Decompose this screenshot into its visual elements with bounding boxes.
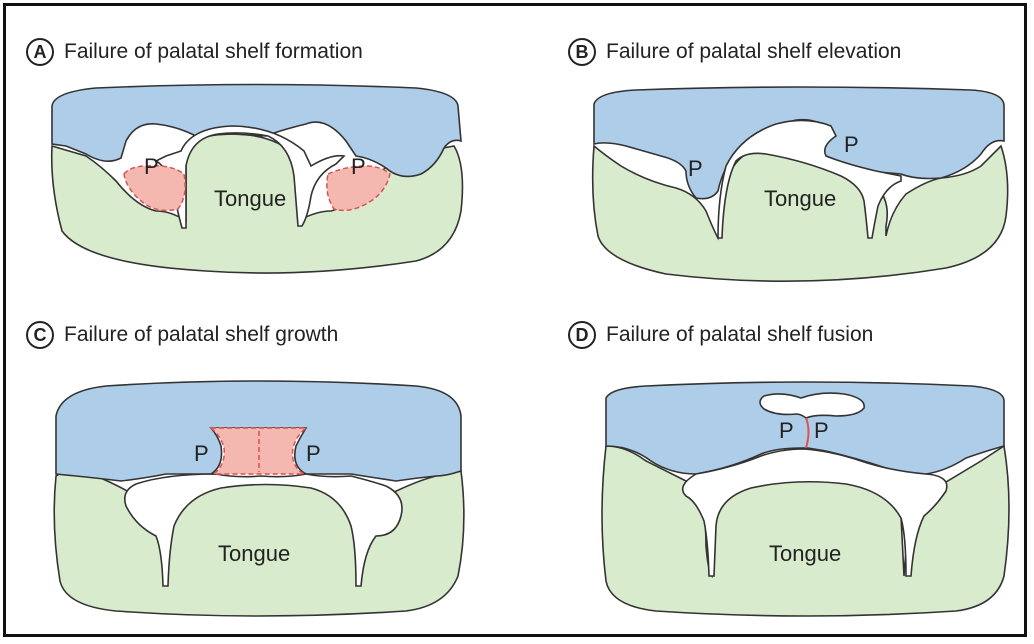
panel-d-tongue-label: Tongue [769, 541, 841, 566]
figure-frame: A Failure of palatal shelf formation P P… [3, 3, 1027, 637]
panel-d-p-left: P [779, 418, 794, 443]
panel-d-diagram: P P Tongue [6, 6, 1030, 640]
panel-d-p-right: P [814, 418, 829, 443]
